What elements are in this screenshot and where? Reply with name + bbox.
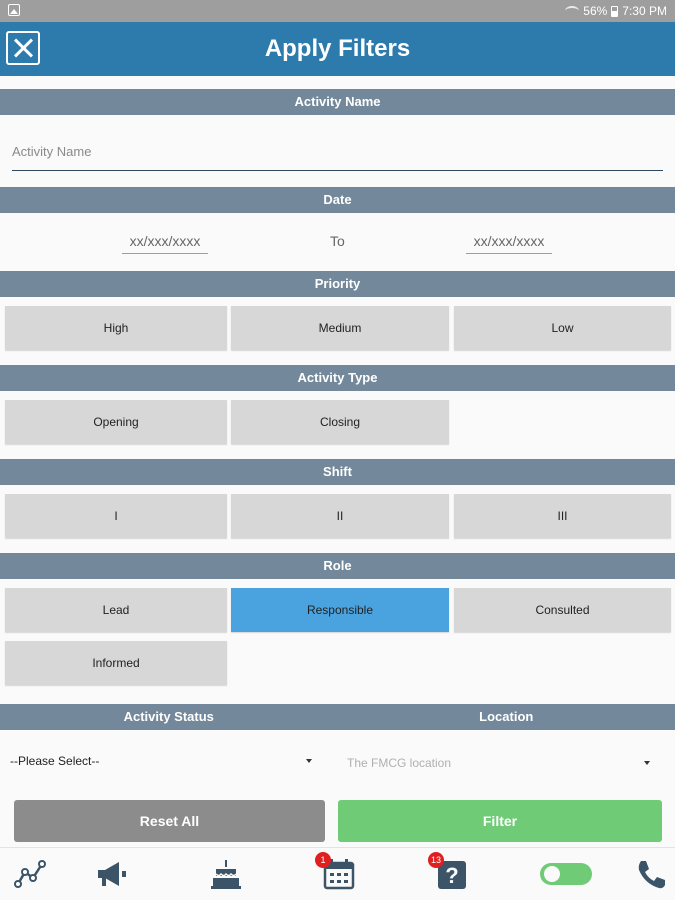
priority-medium-chip[interactable]: Medium [231, 306, 449, 350]
app-bar: Apply Filters [0, 22, 675, 76]
page-title: Apply Filters [264, 35, 411, 62]
role-consulted-chip[interactable]: Consulted [454, 588, 671, 632]
dropdown-arrow-icon [644, 761, 650, 765]
date-to-field[interactable]: xx/xxx/xxxx [466, 233, 552, 254]
birthday-cake-icon[interactable] [208, 856, 244, 892]
dropdown-arrow-icon [306, 759, 312, 763]
section-activity-name: Activity Name [0, 89, 675, 115]
role-informed-chip[interactable]: Informed [5, 641, 227, 685]
help-icon[interactable]: ? 13 [428, 852, 470, 892]
location-placeholder: The FMCG location [347, 756, 452, 770]
section-priority: Priority [0, 271, 675, 297]
priority-high-chip[interactable]: High [5, 306, 227, 350]
activity-type-opening-chip[interactable]: Opening [5, 400, 227, 444]
location-select[interactable]: The FMCG location [347, 749, 650, 777]
status-bar: 56% 7:30 PM [0, 0, 675, 22]
gallery-icon [8, 4, 20, 16]
status-indicators: 56% 7:30 PM [565, 4, 667, 18]
phone-icon[interactable] [632, 856, 668, 892]
close-icon[interactable] [6, 31, 40, 65]
reset-all-button[interactable]: Reset All [14, 800, 325, 842]
section-activity-status: Activity Status [123, 709, 214, 724]
megaphone-icon[interactable] [94, 856, 130, 892]
section-role: Role [0, 553, 675, 579]
date-to-label: To [330, 233, 345, 249]
calendar-icon[interactable]: 1 [315, 852, 357, 892]
activity-type-closing-chip[interactable]: Closing [231, 400, 449, 444]
section-location: Location [479, 709, 534, 724]
shift-ii-chip[interactable]: II [231, 494, 449, 538]
priority-low-chip[interactable]: Low [454, 306, 671, 350]
wifi-icon [565, 6, 580, 16]
analytics-icon[interactable] [12, 856, 48, 892]
toggle-switch-icon[interactable] [538, 856, 594, 892]
activity-name-placeholder: Activity Name [12, 144, 92, 159]
section-status-location: Activity Status Location [0, 704, 675, 730]
shift-i-chip[interactable]: I [5, 494, 227, 538]
role-lead-chip[interactable]: Lead [5, 588, 227, 632]
role-responsible-chip[interactable]: Responsible [231, 588, 449, 632]
battery-level: 56% [583, 4, 608, 18]
section-activity-type: Activity Type [0, 365, 675, 391]
activity-status-select[interactable]: --Please Select-- [10, 747, 312, 775]
clock: 7:30 PM [622, 4, 667, 18]
calendar-badge: 1 [315, 852, 331, 868]
section-shift: Shift [0, 459, 675, 485]
bottom-nav: 1 ? 13 [0, 847, 675, 900]
shift-iii-chip[interactable]: III [454, 494, 671, 538]
battery-icon [611, 5, 619, 17]
filter-button[interactable]: Filter [338, 800, 662, 842]
activity-name-underline [12, 170, 663, 171]
activity-status-value: --Please Select-- [10, 754, 100, 768]
help-badge: 13 [428, 852, 444, 868]
svg-text:?: ? [445, 863, 458, 888]
section-date: Date [0, 187, 675, 213]
activity-name-input[interactable]: Activity Name [12, 132, 663, 172]
date-from-field[interactable]: xx/xxx/xxxx [122, 233, 208, 254]
